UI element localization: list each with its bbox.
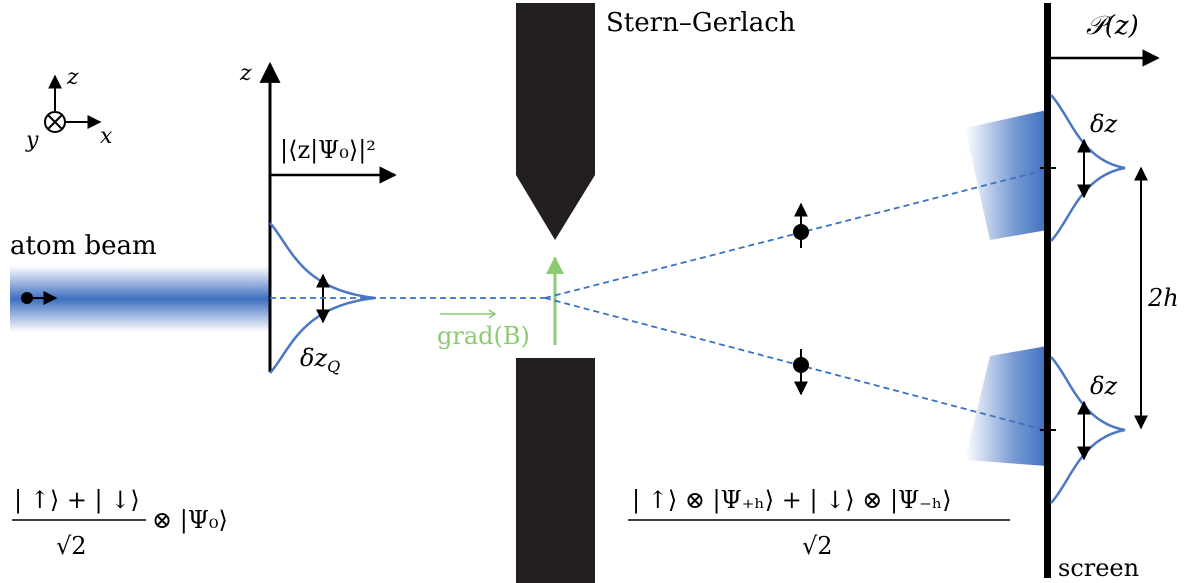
screen-bar — [1044, 3, 1051, 578]
final-denominator: √2 — [802, 532, 833, 560]
spin-up-atom — [793, 202, 809, 248]
screen: screen — [1040, 3, 1139, 582]
gradient-indicator: grad(B) — [437, 256, 564, 350]
delta-bottom-label: δz — [1090, 372, 1117, 400]
atom-beam: atom beam — [10, 231, 270, 332]
path-up — [544, 169, 1046, 299]
upper-gaussian — [1050, 94, 1126, 242]
magnet: Stern–Gerlach — [516, 3, 796, 583]
pz-label: 𝒫(z) — [1086, 11, 1139, 41]
lower-gaussian — [1050, 356, 1126, 504]
path-down — [544, 297, 1046, 431]
spin-down-atom — [793, 349, 809, 396]
magnet-bottom-pole — [516, 358, 595, 583]
magnet-label: Stern–Gerlach — [606, 8, 796, 38]
init-numerator: | ↑⟩ + | ↓⟩ — [14, 486, 140, 515]
magnet-top-pole — [516, 3, 595, 240]
profile-label: |⟨z|Ψ₀⟩|² — [280, 136, 376, 165]
initial-profile: z |⟨z|Ψ₀⟩|² δzQ — [239, 61, 397, 376]
init-denominator: √2 — [56, 532, 87, 560]
delta-top-label: δz — [1090, 110, 1117, 138]
profile-z-label: z — [239, 61, 252, 86]
axis-z-label: z — [66, 65, 79, 90]
init-tail: ⊗ |Ψ₀⟩ — [152, 506, 228, 535]
initial-state-formula: | ↑⟩ + | ↓⟩ √2 ⊗ |Ψ₀⟩ — [12, 486, 228, 560]
lower-spot — [965, 346, 1047, 466]
separation-label: 2h — [1147, 284, 1179, 312]
final-numerator: | ↑⟩ ⊗ |Ψ₊ₕ⟩ + | ↓⟩ ⊗ |Ψ₋ₕ⟩ — [632, 486, 952, 515]
screen-label: screen — [1058, 554, 1139, 582]
grad-label: grad(B) — [437, 322, 530, 350]
upper-spot — [965, 110, 1047, 240]
width-q-label: δzQ — [300, 344, 340, 376]
axis-y-label: y — [25, 128, 39, 153]
axis-x-label: x — [100, 124, 113, 149]
final-state-formula: | ↑⟩ ⊗ |Ψ₊ₕ⟩ + | ↓⟩ ⊗ |Ψ₋ₕ⟩ √2 — [628, 486, 1010, 560]
beam-label: atom beam — [10, 231, 157, 261]
coordinate-frame: z x y — [25, 65, 113, 153]
